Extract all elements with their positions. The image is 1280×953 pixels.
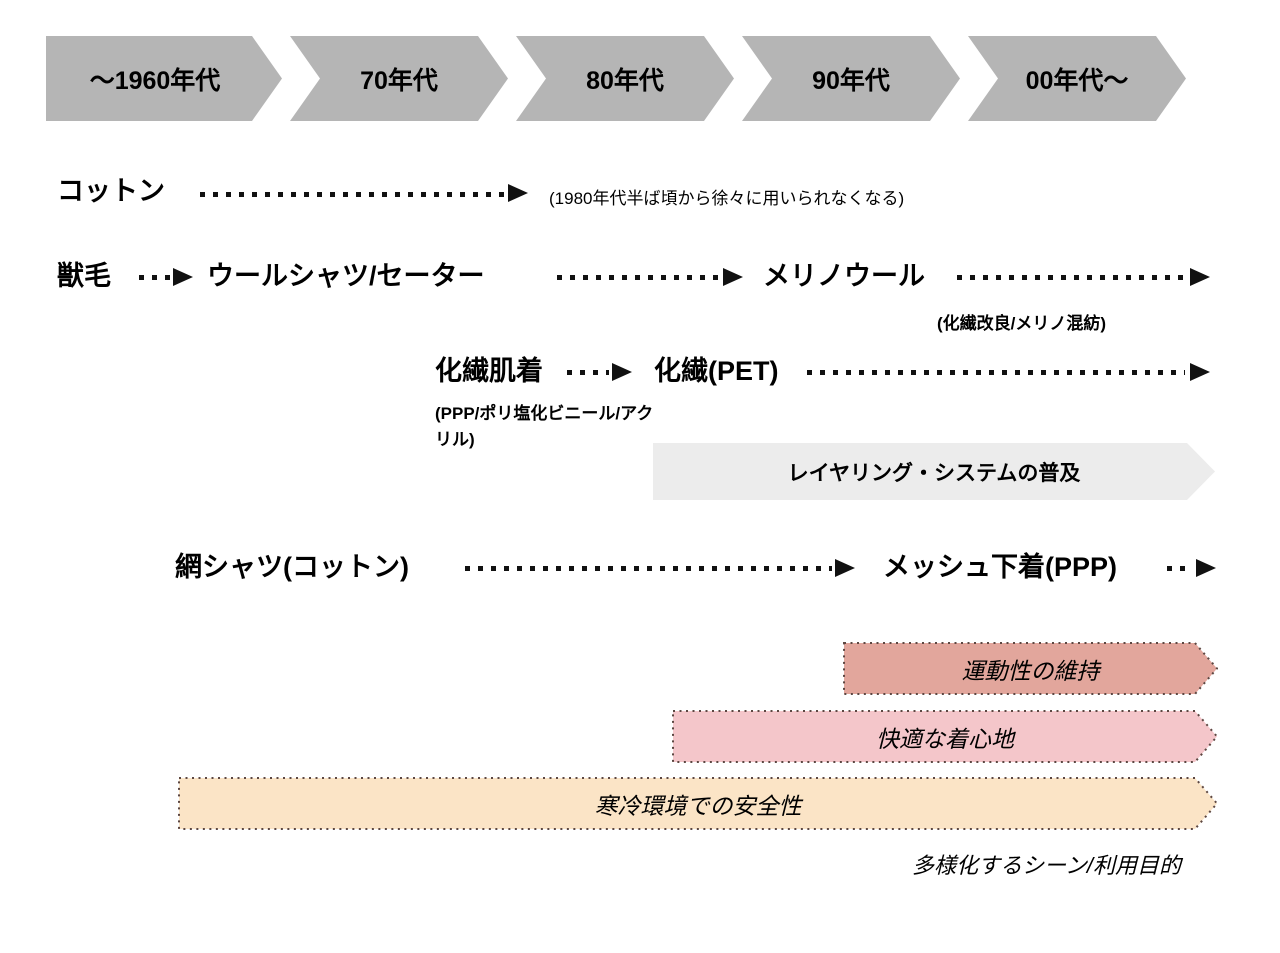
- decade-timeline: ～1960年代 70年代 80年代 90年代 00年代～: [46, 36, 1186, 121]
- dotted-line: [1167, 566, 1191, 571]
- timeline-segment-label: 80年代: [586, 66, 664, 95]
- footer-caption: 多様化するシーン/利用目的: [912, 853, 1182, 878]
- dotted-line: [465, 566, 832, 571]
- arrowhead-icon: [1190, 268, 1210, 286]
- arrowhead-icon: [1190, 363, 1210, 381]
- banner-arrow-shape: [843, 642, 1218, 695]
- banner-arrow-shape: [178, 777, 1218, 830]
- arrowhead-icon: [835, 559, 855, 577]
- arrowhead-icon: [612, 363, 632, 381]
- synthetic-note: (PPP/ポリ塩化ビニール/アクリル): [435, 404, 654, 449]
- banner-comfort: 快適な着心地: [672, 710, 1218, 763]
- arrowhead-icon: [1196, 559, 1216, 577]
- banner-safety: 寒冷環境での安全性: [178, 777, 1218, 830]
- wool-stage1-label: ウールシャツ/セーター: [207, 261, 485, 291]
- banner-mobility-label: 運動性の維持: [961, 657, 1100, 684]
- timeline-segment-1970s: 70年代: [290, 36, 508, 121]
- timeline-segment-2000s: 00年代～: [968, 36, 1186, 121]
- wool-label: 獣毛: [57, 261, 111, 291]
- mesh-stage1-label: メッシュ下着(PPP): [883, 552, 1118, 582]
- dotted-line: [957, 275, 1185, 280]
- banner-layering-label: レイヤリング・システムの普及: [787, 461, 1081, 485]
- synthetic-stage1-label: 化繊(PET): [654, 356, 779, 386]
- wool-stage2-label: メリノウール: [763, 261, 925, 291]
- cotton-label: コットン: [57, 176, 165, 206]
- arrowhead-icon: [173, 268, 193, 286]
- mesh-label: 網シャツ(コットン): [175, 552, 409, 582]
- banner-arrow-shape: [672, 710, 1218, 763]
- banner-arrow-shape: [653, 443, 1215, 500]
- banner-safety-label: 寒冷環境での安全性: [594, 792, 802, 819]
- banner-layering: レイヤリング・システムの普及: [653, 443, 1215, 500]
- timeline-segment-1960s: ～1960年代: [46, 36, 282, 121]
- timeline-segment-label: 90年代: [812, 66, 890, 95]
- dotted-line: [807, 370, 1185, 375]
- dotted-line: [139, 275, 171, 280]
- dotted-line: [567, 370, 609, 375]
- timeline-segment-1990s: 90年代: [742, 36, 960, 121]
- timeline-segment-label: 70年代: [360, 66, 438, 95]
- banner-mobility: 運動性の維持: [843, 642, 1218, 695]
- wool-note: (化繊改良/メリノ混紡): [937, 314, 1107, 333]
- timeline-segment-label: 00年代～: [1025, 66, 1129, 95]
- arrowhead-icon: [723, 268, 743, 286]
- dotted-line: [200, 192, 507, 197]
- dotted-line: [557, 275, 719, 280]
- cotton-note: (1980年代半ば頃から徐々に用いられなくなる): [549, 189, 905, 208]
- banner-comfort-label: 快適な着心地: [876, 725, 1014, 752]
- synthetic-label: 化繊肌着: [435, 356, 543, 386]
- timeline-segment-label: ～1960年代: [89, 66, 221, 95]
- arrowhead-icon: [508, 184, 528, 202]
- timeline-segment-1980s: 80年代: [516, 36, 734, 121]
